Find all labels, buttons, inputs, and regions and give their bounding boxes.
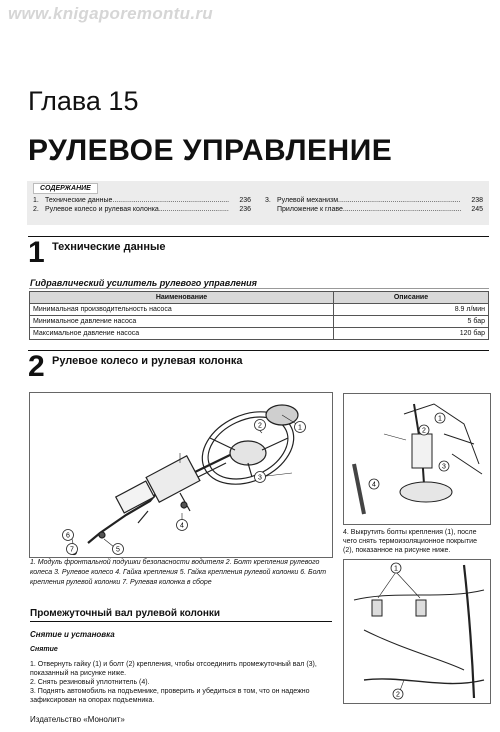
- table-cell: 8.9 л/мин: [333, 303, 489, 316]
- callout-label: 2: [258, 423, 262, 430]
- figure-caption: 1. Модуль фронтальной подушки безопаснос…: [30, 559, 327, 586]
- callout-label: 2: [396, 692, 400, 699]
- column-mount-figure: 1 2 3 4: [343, 393, 491, 525]
- steering-column-illustration: 1 2 3 4 5 6 7: [62, 404, 306, 556]
- section-number: 1: [28, 236, 45, 269]
- table-cell: Максимальное давление насоса: [29, 327, 334, 340]
- callout-label: 7: [70, 547, 74, 554]
- table-cell: Минимальное давление насоса: [29, 315, 334, 328]
- toc-left: 1.Технические данные....................…: [33, 196, 251, 214]
- heat-shield-figure: 1 2: [343, 559, 491, 704]
- section-divider: [28, 350, 489, 351]
- step-3: 3. Поднять автомобиль на подъемнике, про…: [30, 688, 310, 704]
- table-cell: 120 бар: [333, 327, 489, 340]
- callout-label: 1: [438, 416, 442, 423]
- callout-label: 3: [442, 464, 446, 471]
- callout-label: 4: [372, 482, 376, 489]
- heat-shield-illustration: 1 2: [353, 562, 485, 700]
- watermark: www.knigaporemontu.ru: [8, 4, 213, 23]
- spec-table: Наименование Описание Минимальная произв…: [29, 291, 489, 340]
- table-header: Описание: [333, 291, 489, 304]
- table-header: Наименование: [29, 291, 334, 304]
- toc-item[interactable]: 2.Рулевое колесо и рулевая колонка......…: [33, 206, 251, 213]
- section-number: 2: [28, 350, 45, 383]
- toc-item[interactable]: 3.Рулевой механизм......................…: [265, 197, 483, 204]
- step-1: 1. Отвернуть гайку (1) и болт (2) крепле…: [30, 661, 317, 677]
- callout-label: 1: [298, 425, 302, 432]
- callout-label: 5: [116, 547, 120, 554]
- table-cell: Минимальная производительность насоса: [29, 303, 334, 316]
- page-title: РУЛЕВОЕ УПРАВЛЕНИЕ: [28, 134, 393, 167]
- section-title: Рулевое колесо и рулевая колонка: [52, 355, 243, 367]
- callout-label: 2: [422, 428, 426, 435]
- table-row: Минимальное давление насоса 5 бар: [29, 315, 489, 328]
- section-title: Технические данные: [52, 241, 166, 253]
- column-mount-illustration: 1 2 3 4: [352, 403, 483, 515]
- steering-column-figure: 1 2 3 4 5 6 7: [29, 392, 333, 558]
- toc-item[interactable]: 1.Технические данные....................…: [33, 197, 251, 204]
- callout-label: 4: [180, 523, 184, 530]
- table-cell: 5 бар: [333, 315, 489, 328]
- callout-label: 1: [394, 566, 398, 573]
- procedure-subtitle: Снятие: [30, 646, 58, 653]
- footer-publisher: Издательство «Монолит»: [30, 715, 125, 724]
- toc-item[interactable]: Приложение к главе......................…: [277, 206, 483, 213]
- table-title: Гидравлический усилитель рулевого управл…: [30, 278, 257, 288]
- toc-box: [27, 181, 489, 225]
- callout-label: 3: [258, 475, 262, 482]
- procedure-title: Снятие и установка: [30, 630, 115, 639]
- table-row: Минимальная производительность насоса 8.…: [29, 303, 489, 316]
- callout-label: 6: [66, 533, 70, 540]
- section-divider: [28, 236, 489, 237]
- table-row: Максимальное давление насоса 120 бар: [29, 327, 489, 340]
- step-4-text: 4. Выкрутить болты крепления (1), после …: [343, 529, 477, 554]
- procedure-steps: 1. Отвернуть гайку (1) и болт (2) крепле…: [30, 660, 332, 705]
- toc-right: 3.Рулевой механизм......................…: [265, 196, 483, 214]
- step-2: 2. Снять резиновый уплотнитель (4).: [30, 679, 150, 686]
- subsection-rule: [30, 621, 332, 622]
- subsection-title: Промежуточный вал рулевой колонки: [30, 608, 221, 619]
- table-title-rule: [29, 288, 489, 289]
- chapter-heading: Глава 15: [28, 86, 139, 116]
- toc-label: СОДЕРЖАНИЕ: [33, 183, 98, 194]
